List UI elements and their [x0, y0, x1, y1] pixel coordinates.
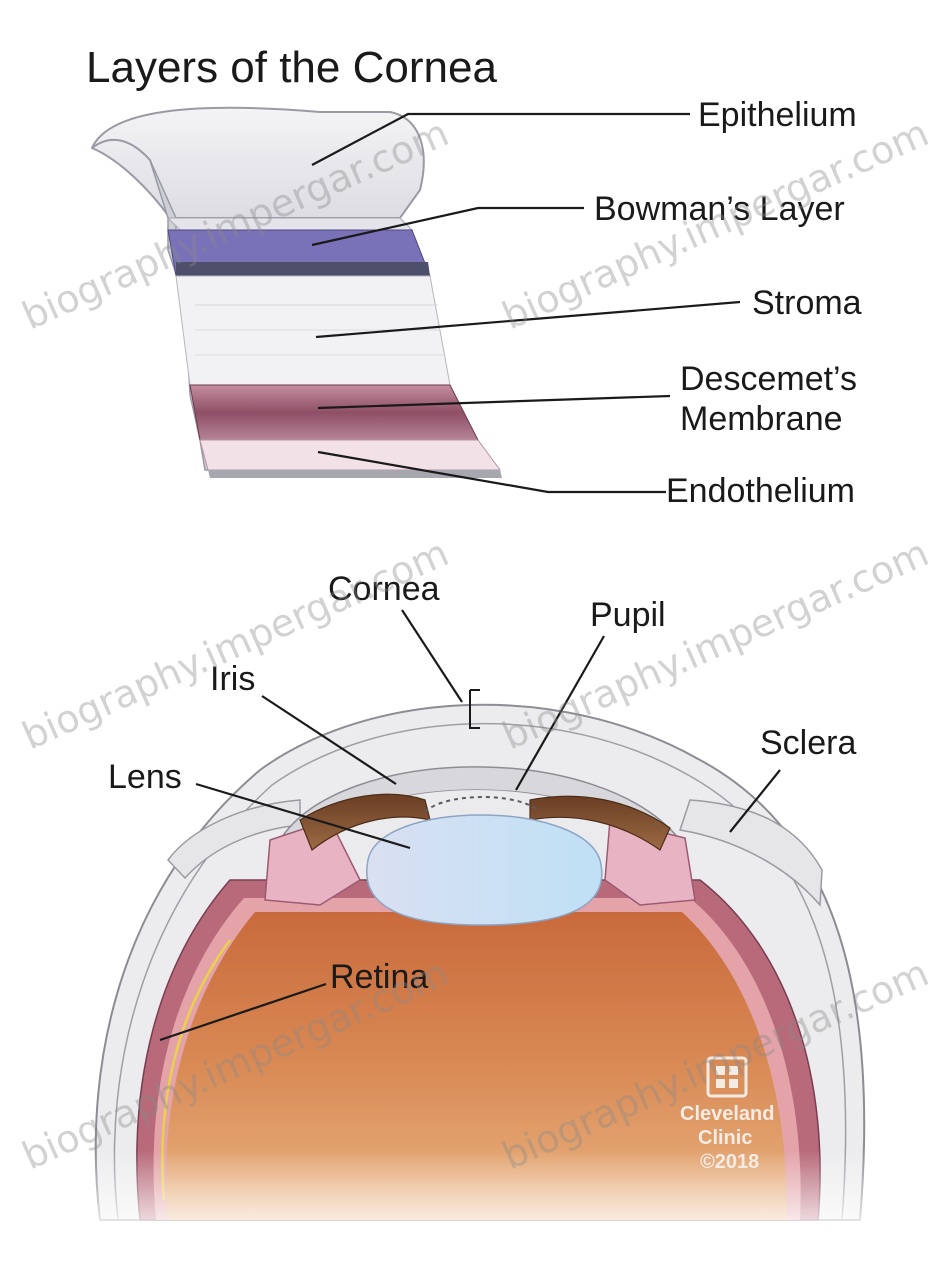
credit-line-2: Clinic — [698, 1127, 752, 1149]
label-pupil: Pupil — [590, 596, 666, 634]
credit-line-1: Cleveland — [680, 1103, 774, 1125]
label-descemets-line2: Membrane — [680, 400, 843, 438]
label-endothelium: Endothelium — [666, 472, 855, 510]
label-stroma: Stroma — [752, 284, 862, 322]
watermark: biography.impergar.com — [496, 530, 935, 758]
credit-line-3: ©2018 — [700, 1151, 759, 1173]
diagram-title: Layers of the Cornea — [86, 43, 497, 92]
cornea-layers-illustration — [92, 108, 502, 478]
label-epithelium: Epithelium — [698, 96, 857, 134]
label-descemets-line1: Descemet’s — [680, 360, 857, 398]
label-lens: Lens — [108, 758, 182, 796]
eye-cross-section — [60, 690, 880, 1230]
label-sclera: Sclera — [760, 724, 856, 762]
endothelium-layer — [200, 440, 500, 470]
lens — [367, 815, 602, 925]
descemets-membrane-layer — [190, 385, 478, 440]
